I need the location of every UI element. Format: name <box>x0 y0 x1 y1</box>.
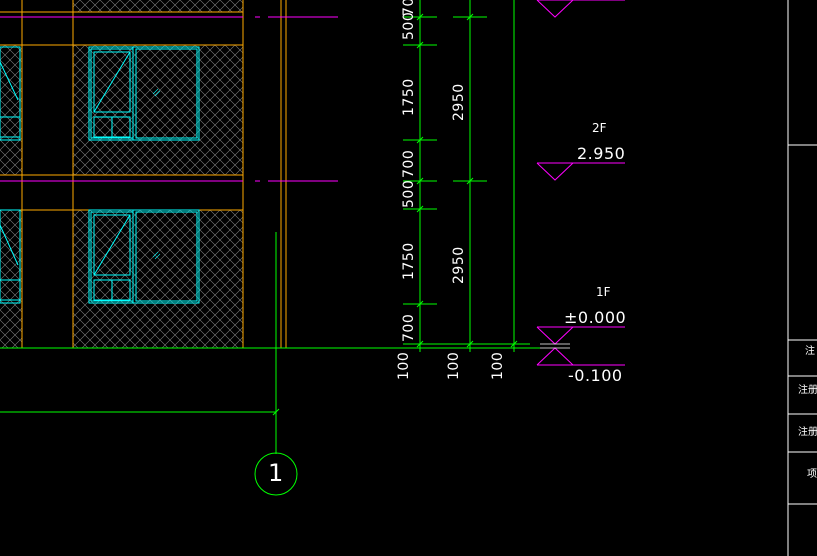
level-base-lines <box>540 343 570 349</box>
level-ground-elevation: -0.100 <box>568 366 623 385</box>
level-1f-elevation: ±0.000 <box>564 308 627 327</box>
dim-col1-seg3: 700 <box>401 149 417 178</box>
title-block-row-0: 注 <box>805 346 815 357</box>
building-facade <box>0 0 338 349</box>
dim-col1-seg5: 1750 <box>401 242 417 280</box>
dim-bottom-1: 100 <box>446 351 462 380</box>
level-1f-floor-label: 1F <box>596 285 611 299</box>
dim-col2-seg0: 2950 <box>451 83 467 121</box>
dim-col1-seg2: 1750 <box>401 78 417 116</box>
dim-col1-seg0: 700 <box>401 0 417 16</box>
axis-label-1: 1 <box>268 459 284 487</box>
dim-bottom-0: 100 <box>396 351 412 380</box>
level-markers <box>536 0 625 366</box>
dim-col1-seg6: 700 <box>401 313 417 342</box>
title-block-row-2: 注册 <box>798 427 817 438</box>
level-2f-floor-label: 2F <box>592 121 607 135</box>
dim-col1-seg1: 500 <box>401 11 417 40</box>
dim-bottom-2: 100 <box>490 351 506 380</box>
title-block-row-1: 注册 <box>798 385 817 396</box>
dim-col1-seg4: 500 <box>401 179 417 208</box>
dimension-lines <box>400 0 530 352</box>
axis-leader <box>0 232 298 496</box>
dim-col2-seg1: 2950 <box>451 246 467 284</box>
title-block-row-3: 项 <box>807 469 817 480</box>
title-block <box>787 0 817 556</box>
level-2f-elevation: 2.950 <box>577 144 626 163</box>
